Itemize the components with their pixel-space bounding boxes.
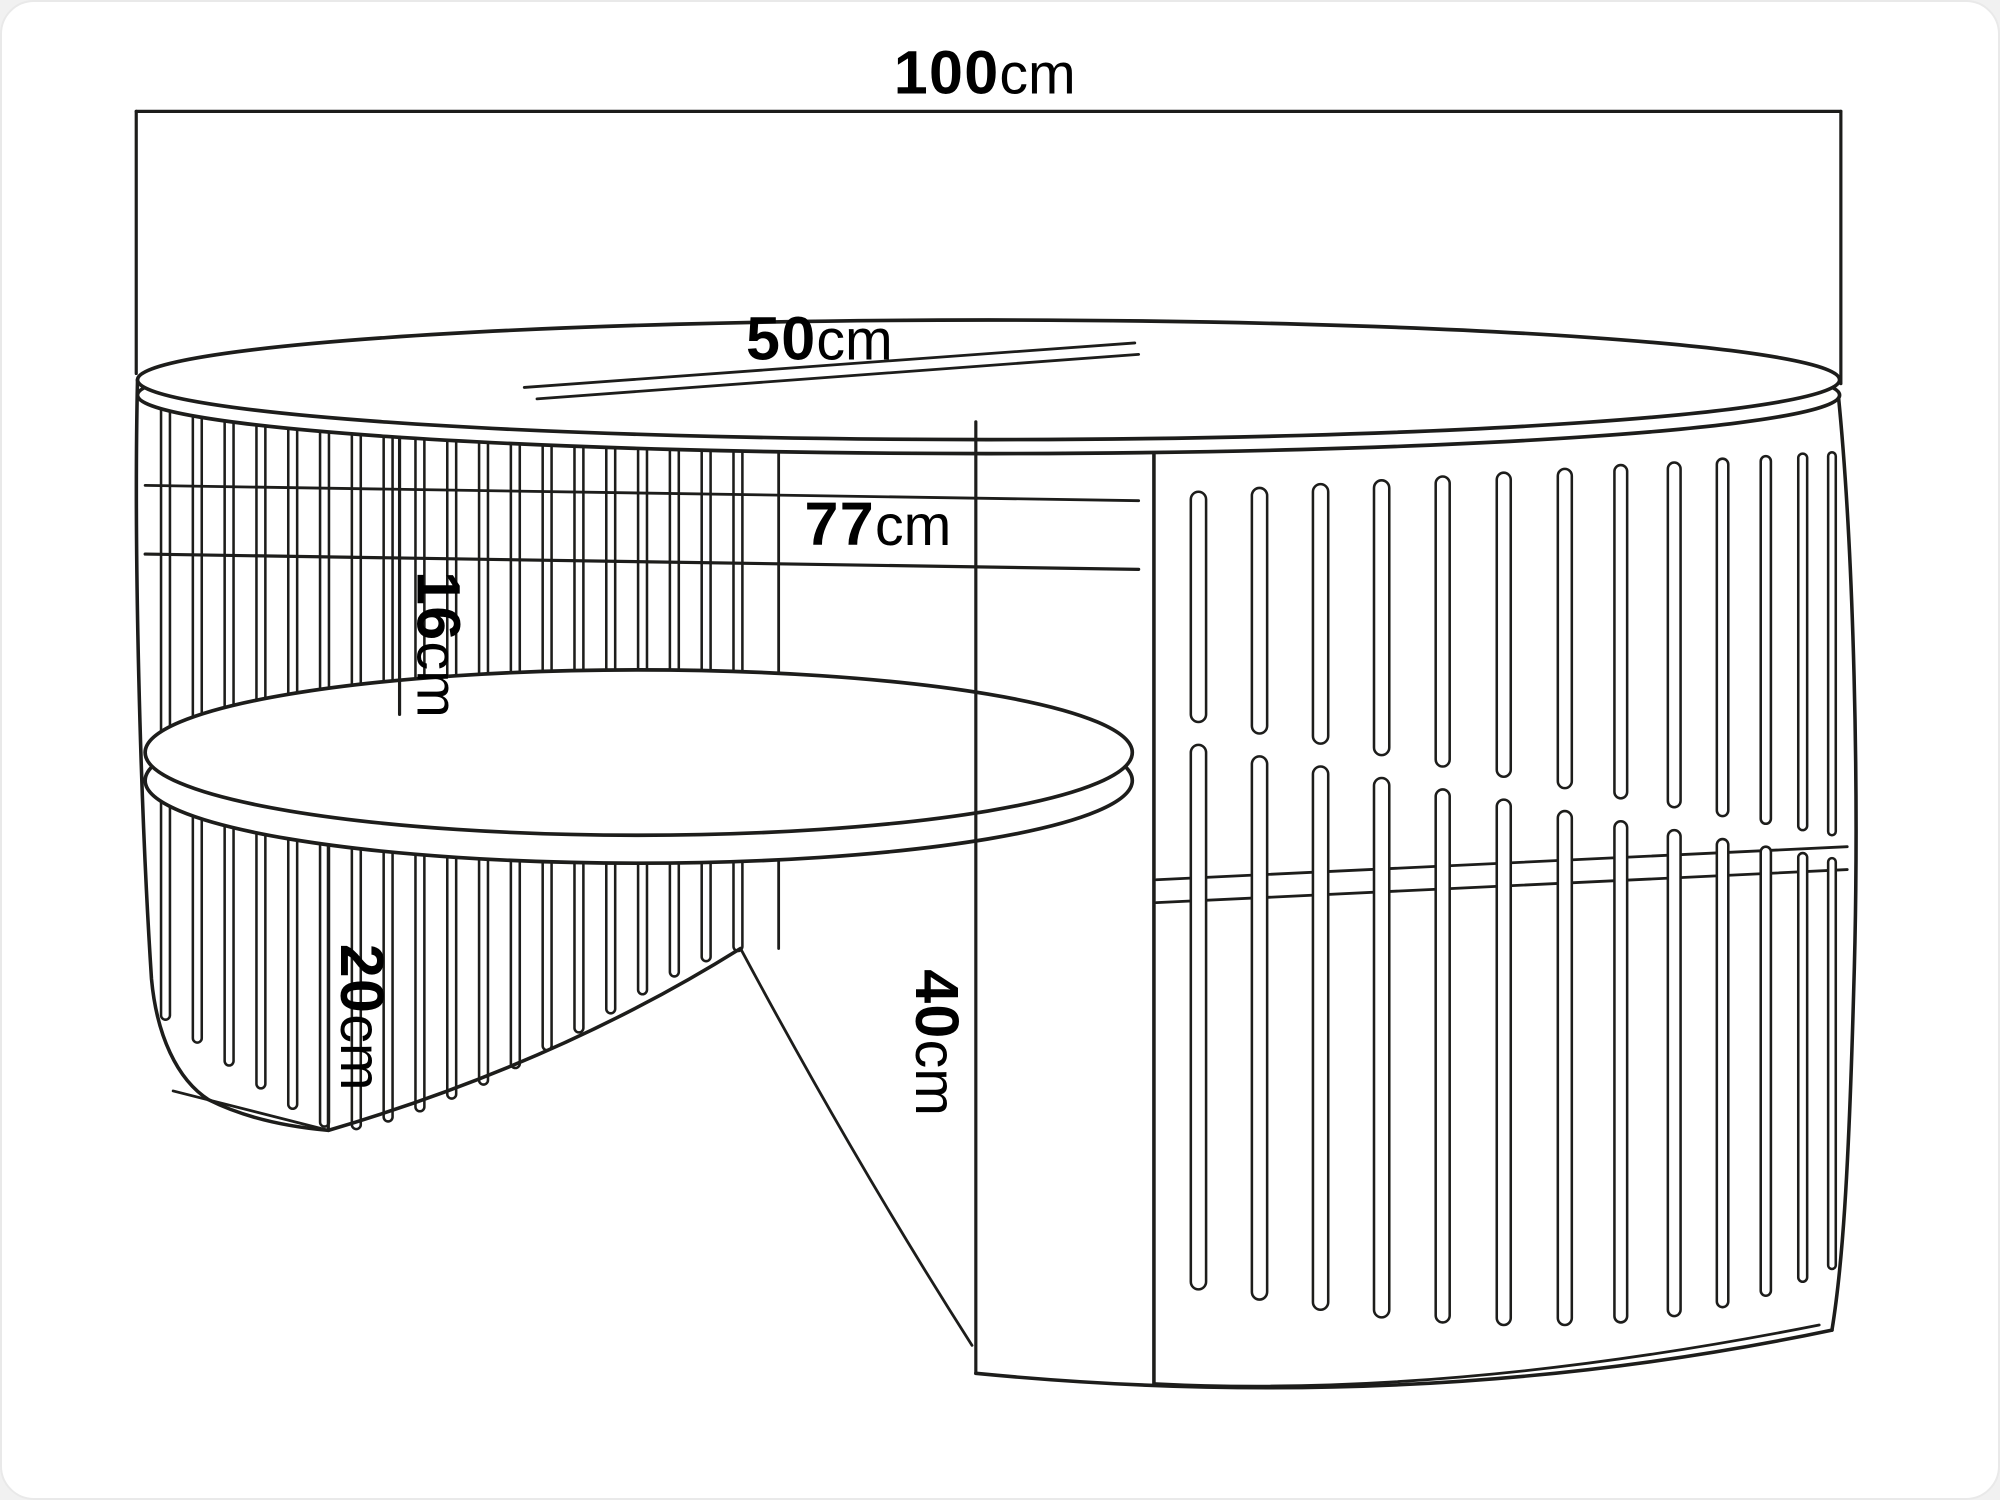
slat (1796, 452, 1809, 832)
slat (1556, 467, 1574, 790)
dimension-label-height: 40cm (903, 969, 971, 1116)
dimension-inner-width: 77cm (143, 490, 1141, 571)
dimension-total-width: 100cm (134, 39, 1843, 386)
drum-bottom-inner (1152, 1323, 1821, 1388)
shelf-top (143, 668, 1135, 838)
slat (1613, 463, 1629, 800)
slat (1759, 454, 1773, 826)
dimension-label-inner-width: 77cm (805, 490, 952, 558)
middle-shelf (143, 668, 1135, 866)
drum-right-silhouette (1830, 393, 1858, 1332)
slat (1372, 776, 1391, 1319)
dimension-base-gap: 20cm (326, 845, 396, 1131)
slat (1495, 471, 1513, 778)
slat (1495, 798, 1513, 1327)
slat (1250, 486, 1269, 735)
slat (1311, 765, 1330, 1311)
dimension-label-top-depth: 50cm (746, 304, 893, 372)
slat (1826, 451, 1838, 837)
slat (1434, 788, 1451, 1324)
dimension-label-shelf-gap: 16cm (404, 571, 472, 718)
table-top (135, 318, 1842, 456)
slat (1311, 482, 1330, 745)
slat (1826, 856, 1838, 1271)
interior-bottom-curve (739, 947, 974, 1347)
dimension-label-total-width: 100cm (894, 39, 1076, 107)
dim-line-77 (143, 552, 1141, 571)
left-bottom-rim (326, 946, 743, 1133)
right-slat-group (1189, 451, 1838, 1327)
slat (1759, 845, 1773, 1298)
left-silhouette (134, 378, 331, 1133)
slat (1715, 457, 1730, 818)
slat (1372, 479, 1391, 757)
slat (1250, 755, 1269, 1301)
slat (1189, 490, 1208, 724)
base-left (134, 378, 974, 1347)
slat (1556, 809, 1574, 1327)
slat (1189, 743, 1208, 1291)
right-drum (974, 393, 1858, 1390)
dimension-top-depth: 50cm (746, 304, 893, 372)
dimension-label-base-gap: 20cm (328, 944, 396, 1091)
slat (1666, 461, 1682, 809)
slat (1715, 837, 1730, 1309)
back-rim-line (143, 484, 1141, 503)
slat (1613, 819, 1629, 1324)
slat (1666, 828, 1682, 1318)
tabletop-seam-edge (535, 352, 1141, 401)
dimension-height: 40cm (903, 420, 978, 1375)
tabletop-seam (522, 341, 1137, 389)
base-ring-edge (171, 1089, 330, 1132)
tabletop-surface (135, 318, 1842, 442)
drum-bottom-outer (974, 1328, 1834, 1390)
dimension-shelf-gap: 16cm (397, 435, 472, 718)
slat (1796, 851, 1809, 1284)
slat (1434, 475, 1451, 768)
